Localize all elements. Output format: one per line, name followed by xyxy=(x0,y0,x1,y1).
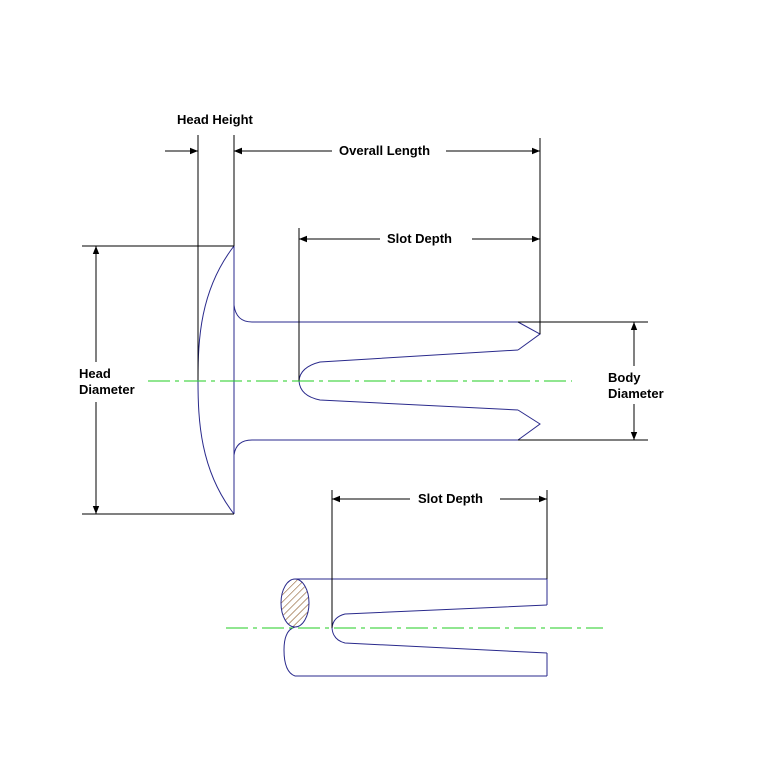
rivet-section-view xyxy=(280,578,548,677)
head-dome-curve xyxy=(197,245,235,515)
dimension-lines xyxy=(82,135,648,515)
rivet-side-view xyxy=(197,245,541,515)
bottom-dimension-lines xyxy=(331,490,548,628)
body-diameter-label-line2: Diameter xyxy=(608,386,664,401)
body-diameter-label-line1: Body xyxy=(608,370,641,385)
bottom-prong-tip xyxy=(517,409,541,441)
head-diameter-label-line1: Head xyxy=(79,366,111,381)
head-diameter-label-line2: Diameter xyxy=(79,382,135,397)
slot-outline xyxy=(298,349,519,411)
overall-length-label: Overall Length xyxy=(339,143,431,158)
body-bottom-edge xyxy=(233,439,518,456)
slot-depth-top-label: Slot Depth xyxy=(387,231,452,246)
slot-depth-bottom-label: Slot Depth xyxy=(418,491,483,506)
top-prong-tip xyxy=(517,321,541,351)
head-height-label: Head Height xyxy=(177,112,253,127)
section-ellipse xyxy=(280,578,310,628)
body-top-edge xyxy=(233,304,518,323)
